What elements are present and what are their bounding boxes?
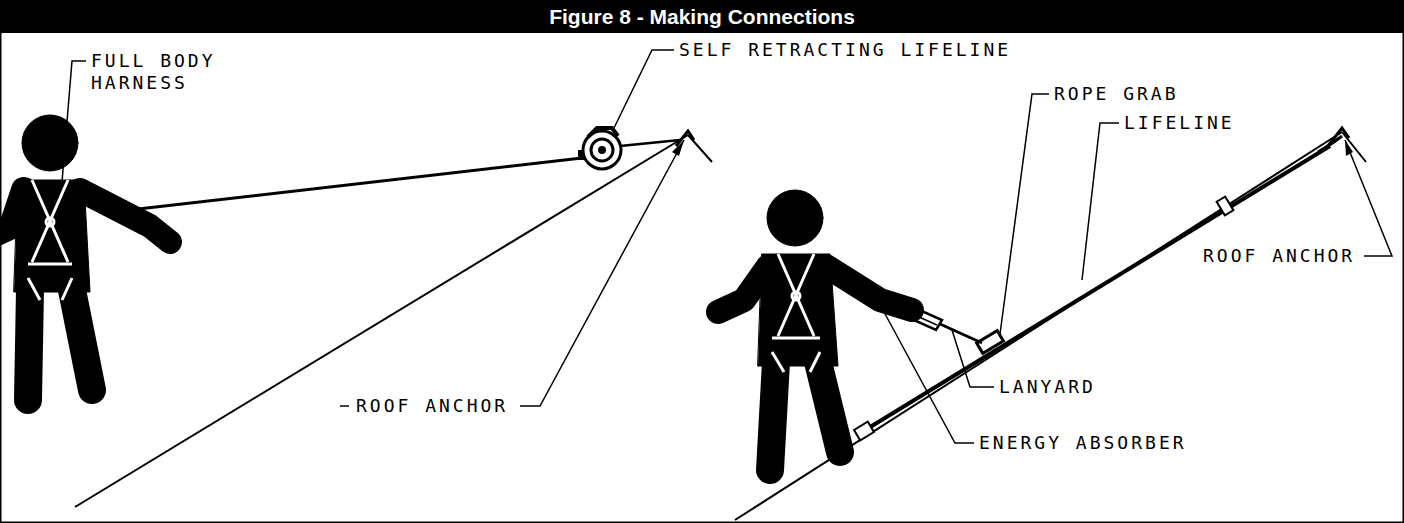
harness-straps [772,254,820,372]
worker-figure [718,190,912,470]
figure-title: Figure 8 - Making Connections [0,0,1404,33]
callout-label: FULL BODY HARNESS [90,50,232,94]
callout-label: LIFELINE [1123,112,1236,134]
harness-straps [28,180,72,300]
lifeline [854,136,1342,440]
left-roof [75,131,712,507]
callout-label: ROOF ANCHOR [1202,245,1356,267]
worker-figure [0,115,170,400]
callout-label: LANYARD [998,376,1097,398]
callout-label: ROPE GRAB [1053,83,1180,105]
leader-lines [62,50,1392,443]
leader-arrowheads [672,140,1353,156]
title-band [0,0,1404,33]
callout-label: SELF RETRACTING LIFELINE [678,39,1012,61]
callout-label: ENERGY ABSORBER [978,432,1188,454]
callout-label: ROOF ANCHOR [355,395,509,417]
self-retracting-lifeline [112,128,680,212]
right-roof [735,128,1366,520]
